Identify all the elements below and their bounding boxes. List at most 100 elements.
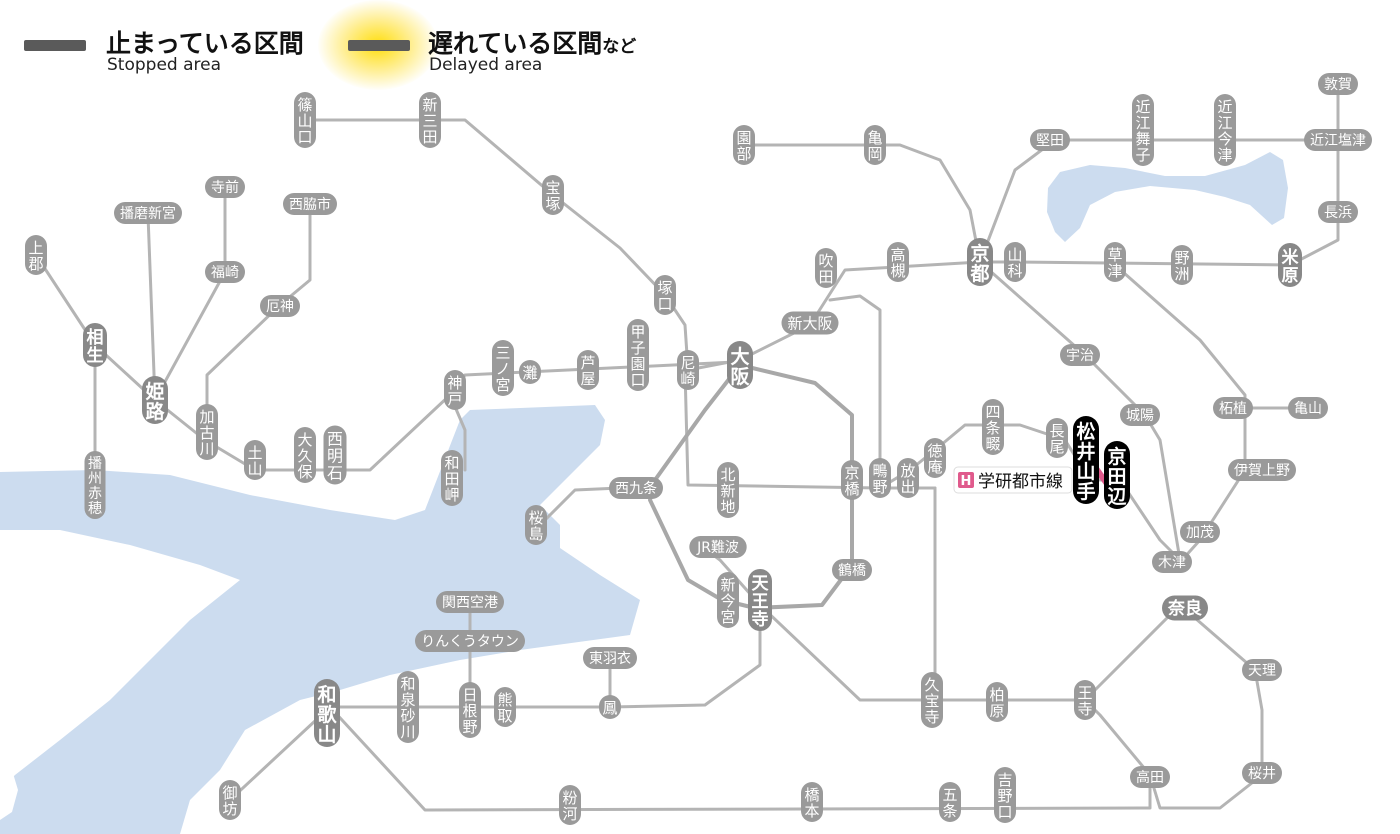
station-kyoto[interactable]: 京都 [967,238,993,286]
station-pill [599,695,621,719]
station-kameyama[interactable]: 亀山 [1288,397,1328,419]
station-okubo[interactable]: 大久保 [294,427,316,483]
station-gojo[interactable]: 五条 [939,782,961,822]
station-yashiro[interactable]: 厄神 [260,295,300,317]
station-wadamisaki[interactable]: 和田岬 [441,450,463,506]
station-pill [1242,659,1282,681]
station-sonobe[interactable]: 園部 [733,125,755,165]
station-yamashina[interactable]: 山科 [1004,242,1026,282]
station-kusatsu[interactable]: 草津 [1104,242,1126,282]
station-iga-ueno[interactable]: 伊賀上野 [1228,459,1296,481]
station-pill [1060,344,1100,366]
station-kitashinchi[interactable]: 北新地 [717,462,739,518]
station-nishiakashi[interactable]: 西明石 [323,425,347,485]
station-tsuge[interactable]: 柘植 [1213,397,1253,419]
station-sakurajima[interactable]: 桜島 [525,505,547,545]
station-tenri[interactable]: 天理 [1242,659,1282,681]
station-aioi[interactable]: 相生 [83,323,107,367]
station-ashiya[interactable]: 芦屋 [577,350,599,390]
stopped-label-jp: 止まっている区間 [106,29,304,58]
station-pill [924,438,946,478]
station-nagahama[interactable]: 長浜 [1318,201,1358,223]
station-kyobashi[interactable]: 京橋 [841,460,863,500]
station-takatsuki[interactable]: 高槻 [887,242,909,282]
station-pill [1214,94,1236,166]
station-shinsanda[interactable]: 新三田 [419,92,441,148]
station-himeji[interactable]: 姫路 [142,376,168,424]
station-shijonawate[interactable]: 四条畷 [982,399,1004,455]
station-nagao[interactable]: 長尾 [1046,418,1068,458]
station-name: 橋本 [804,786,819,820]
station-kansai-airport[interactable]: 関西空港 [436,591,504,613]
station-kokawa[interactable]: 粉河 [559,785,581,825]
station-tsuruhashi[interactable]: 鶴橋 [832,559,872,581]
station-nara[interactable]: 奈良 [1162,595,1208,621]
station-kameoka[interactable]: 亀岡 [864,125,886,165]
station-kamo[interactable]: 加茂 [1180,521,1220,543]
station-name: 日根野 [462,686,477,736]
station-takada[interactable]: 高田 [1130,766,1170,788]
station-kobe[interactable]: 神戸 [444,370,466,410]
station-kakogawa[interactable]: 加古川 [196,404,218,460]
station-kyuhoji[interactable]: 久宝寺 [921,672,943,728]
station-tsuruga[interactable]: 敦賀 [1318,73,1358,95]
station-koshienguchi[interactable]: 甲子園口 [627,319,649,391]
station-tsukaguchi[interactable]: 塚口 [654,275,676,315]
station-takarazuka[interactable]: 宝塚 [542,175,564,215]
station-shin-imamiya[interactable]: 新今宮 [717,572,739,628]
station-banshu-ako[interactable]: 播州赤穂 [84,451,106,519]
station-sakurai[interactable]: 桜井 [1242,762,1282,784]
station-matsuiyamate[interactable]: 松井山手 [1073,416,1099,504]
station-name: 大阪 [730,345,750,388]
station-suita[interactable]: 吹田 [815,248,837,288]
station-joyo[interactable]: 城陽 [1120,404,1160,426]
station-jr-namba[interactable]: JR難波 [689,536,747,558]
station-higashi-hagoromo[interactable]: 東羽衣 [583,647,637,669]
station-nada[interactable]: 灘 [519,360,541,384]
station-wakayama[interactable]: 和歌山 [314,679,340,747]
station-tsurumi[interactable]: 鴫野 [869,458,891,498]
gakkentoshi-line-label: H 学研都市線 [953,466,1073,494]
station-kamigori[interactable]: 上郡 [25,235,47,275]
station-izumi-sunagawa[interactable]: 和泉砂川 [397,671,419,743]
station-nishiwakishi[interactable]: 西脇市 [283,193,337,215]
station-otori[interactable]: 鳳 [599,695,621,719]
station-kashiwara[interactable]: 柏原 [986,682,1008,722]
map-legend: 止まっている区間 Stopped area 遅れている区間など Delayed … [0,0,700,90]
station-nishikujo[interactable]: 西九条 [609,477,663,499]
station-kizu[interactable]: 木津 [1152,551,1192,573]
station-oji[interactable]: 王寺 [1074,680,1096,720]
station-rinku-town[interactable]: りんくうタウン [415,630,525,652]
station-teramae[interactable]: 寺前 [205,176,245,198]
station-maibara[interactable]: 米原 [1278,243,1302,287]
station-uji[interactable]: 宇治 [1060,344,1100,366]
station-yoshinoguchi[interactable]: 吉野口 [994,767,1016,823]
station-omi-shiotsu[interactable]: 近江塩津 [1304,129,1372,151]
station-omi-imazu[interactable]: 近江今津 [1214,94,1236,166]
station-osaka[interactable]: 大阪 [727,341,753,389]
station-tokuan[interactable]: 徳庵 [924,438,946,478]
station-hanaten[interactable]: 放出 [897,458,919,498]
station-tennoji[interactable]: 天王寺 [748,569,772,631]
water-areas [0,152,1288,834]
station-tsuchiyama[interactable]: 土山 [244,440,266,480]
station-name: 西脇市 [289,196,331,213]
station-sannomiya[interactable]: 三ノ宮 [492,340,514,396]
station-amagasaki[interactable]: 尼崎 [677,350,699,390]
station-hineno[interactable]: 日根野 [459,682,481,738]
station-shin-osaka[interactable]: 新大阪 [781,311,839,335]
station-pill [1073,416,1099,504]
station-katata[interactable]: 堅田 [1030,129,1070,151]
station-omi-maiko[interactable]: 近江舞子 [1132,94,1154,166]
station-yasu[interactable]: 野洲 [1171,245,1193,285]
station-gobo[interactable]: 御坊 [219,780,241,820]
kusatsu-line [1113,263,1247,562]
station-pill [654,275,676,315]
station-kumatori[interactable]: 熊取 [494,687,516,727]
station-harima-shingu[interactable]: 播磨新宮 [114,202,182,224]
station-fukusaki[interactable]: 福崎 [205,261,245,283]
station-sasayamaguchi[interactable]: 篠山口 [294,92,316,148]
station-hashimoto[interactable]: 橋本 [801,782,823,822]
station-kyotanabe[interactable]: 京田辺 [1104,441,1130,509]
station-pill [1278,243,1302,287]
